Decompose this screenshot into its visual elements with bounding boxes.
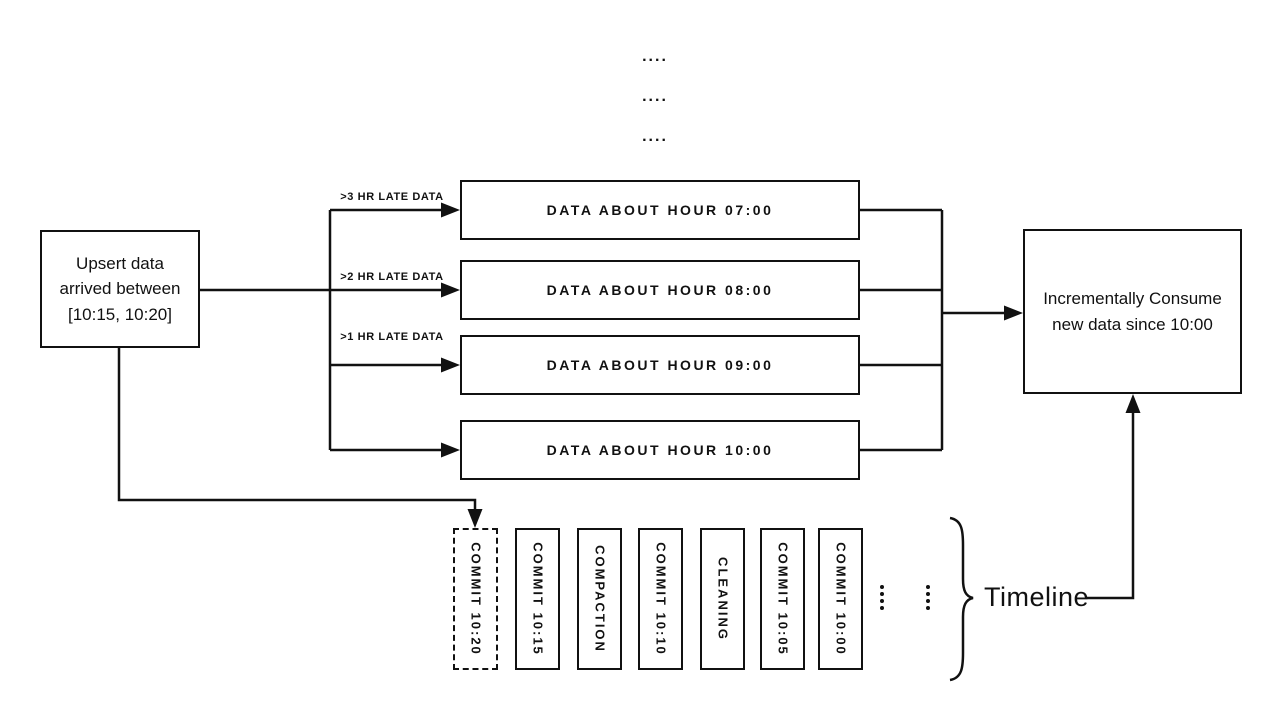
hour-partition-box-0900: DATA ABOUT HOUR 09:00 [460,335,860,395]
hour-partition-label: DATA ABOUT HOUR 10:00 [546,442,774,458]
fan-in-lines [860,208,1006,452]
top-ellipsis-row: .... [642,48,668,65]
commit-label: COMPACTION [592,545,607,653]
incremental-consume-line: new data since 10:00 [1052,314,1213,334]
upsert-to-commit-line [117,348,477,511]
arrowhead-consume-left [1004,305,1023,321]
commit-label: COMMIT 10:20 [468,542,483,656]
timeline-commit-10-00: COMMIT 10:00 [818,528,863,670]
timeline-to-consume-line [1087,411,1135,600]
late-data-label-1hr: >1 HR LATE DATA [340,331,444,343]
timeline-commit-10-20: COMMIT 10:20 [453,528,498,670]
timeline-label: Timeline [984,582,1090,612]
upsert-data-line: arrived between [59,279,181,299]
timeline-commit-10-05: COMMIT 10:05 [760,528,805,670]
fan-out-lines [200,208,443,452]
arrowhead-h10 [441,442,460,458]
hour-partition-box-1000: DATA ABOUT HOUR 10:00 [460,420,860,480]
hour-partition-box-0800: DATA ABOUT HOUR 08:00 [460,260,860,320]
commit-label: COMMIT 10:05 [775,542,790,656]
ellipsis-icon [880,585,884,610]
commit-label: COMMIT 10:00 [833,542,848,656]
arrowhead-h09 [441,357,460,373]
hour-partition-label: DATA ABOUT HOUR 08:00 [546,282,774,298]
late-data-label-3hr: >3 HR LATE DATA [340,191,444,203]
arrowhead-h07 [441,202,460,218]
commit-label: CLEANING [715,557,730,641]
upsert-data-line: Upsert data [76,253,164,273]
arrowhead-h08 [441,282,460,298]
timeline-commit-10-15: COMMIT 10:15 [515,528,560,670]
commit-label: COMMIT 10:15 [530,542,545,656]
late-data-label-2hr: >2 HR LATE DATA [340,271,444,283]
top-ellipsis-row: .... [642,128,668,145]
top-ellipsis-row: .... [642,88,668,105]
upsert-data-box: Upsert data arrived between [10:15, 10:2… [40,230,200,348]
arrowhead-consume-bottom [1125,394,1141,413]
incremental-consume-box: Incrementally Consume new data since 10:… [1023,229,1242,394]
timeline-brace [949,516,974,682]
commit-label: COMMIT 10:10 [653,542,668,656]
ellipsis-icon [926,585,930,610]
hour-partition-box-0700: DATA ABOUT HOUR 07:00 [460,180,860,240]
timeline-commit-10-10: COMMIT 10:10 [638,528,683,670]
incremental-consume-line: Incrementally Consume [1043,289,1222,308]
hour-partition-label: DATA ABOUT HOUR 09:00 [546,357,774,373]
timeline-compaction: COMPACTION [577,528,622,670]
upsert-data-line: [10:15, 10:20] [68,304,172,324]
hour-partition-label: DATA ABOUT HOUR 07:00 [546,202,774,218]
arrowhead-commit-down [467,509,483,528]
timeline-cleaning: CLEANING [700,528,745,670]
